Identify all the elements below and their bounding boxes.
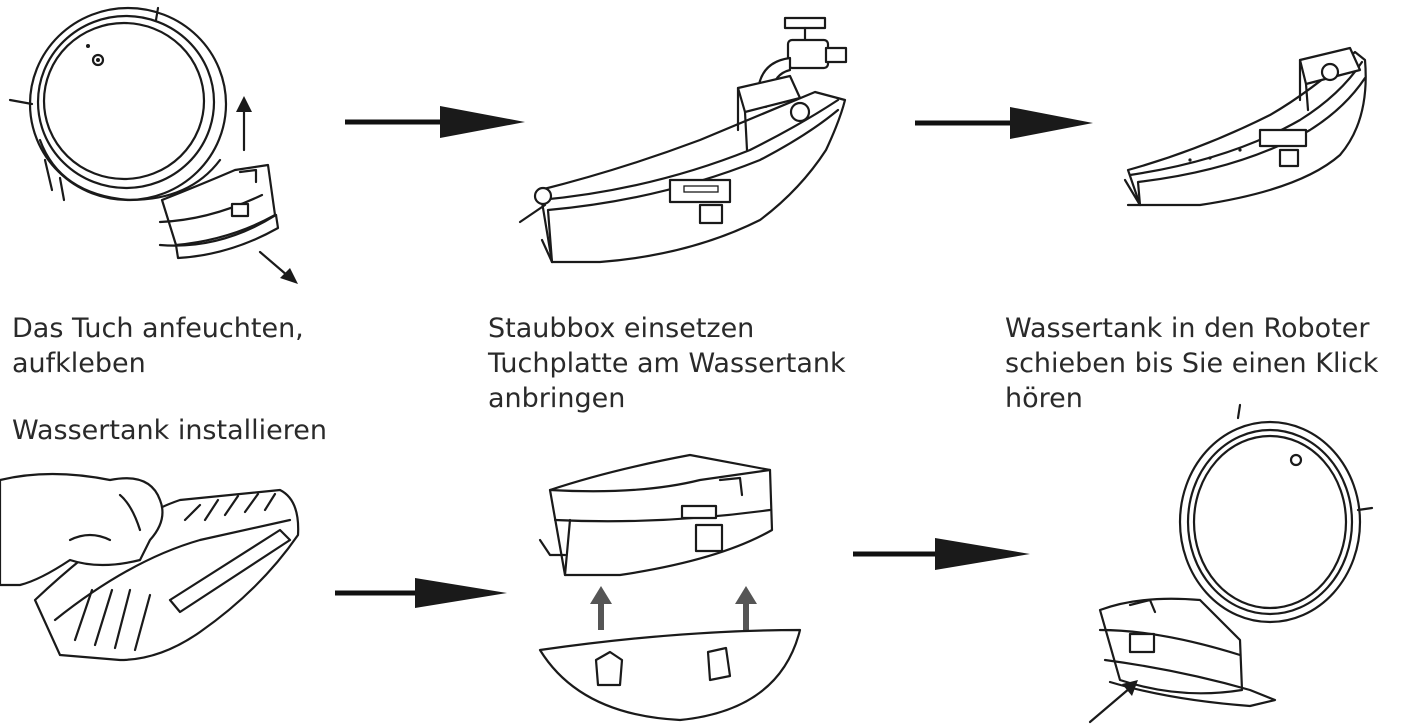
cloth-attach-illustration	[0, 472, 300, 662]
step2-caption-line-2: Tuchplatte am Wassertank	[488, 348, 846, 379]
tank-assembled-illustration	[1123, 46, 1367, 207]
tank-under-tap-illustration	[518, 16, 848, 264]
step3-caption-line-1: Wassertank in den Roboter	[1005, 313, 1370, 344]
arrow-right-4	[853, 538, 1030, 570]
step2-caption-line-1: Staubbox einsetzen	[488, 313, 755, 344]
step1-caption-line-2: aufkleben	[12, 348, 146, 379]
step2-caption: Staubbox einsetzen Tuchplatte am Wassert…	[488, 311, 846, 416]
step3-caption-line-3: hören	[1005, 383, 1083, 414]
step2-caption-line-3: anbringen	[488, 383, 626, 414]
step3-caption-line-2: schieben bis Sie einen Klick	[1005, 348, 1379, 379]
arrow-right-1	[345, 106, 525, 138]
robot-with-tank-removal-illustration	[8, 6, 298, 284]
step1b-caption-line-1: Wassertank installieren	[12, 415, 327, 446]
arrow-right-2	[915, 107, 1093, 139]
step1-caption-line-1: Das Tuch anfeuchten,	[12, 313, 304, 344]
step3-caption: Wassertank in den Roboter schieben bis S…	[1005, 311, 1378, 416]
tank-with-cloth-plate-illustration	[538, 453, 802, 722]
arrow-right-3	[335, 578, 507, 608]
step1-caption: Das Tuch anfeuchten, aufkleben	[12, 311, 304, 381]
robot-insert-tank-illustration	[1088, 403, 1374, 724]
step1b-caption: Wassertank installieren	[12, 413, 327, 448]
